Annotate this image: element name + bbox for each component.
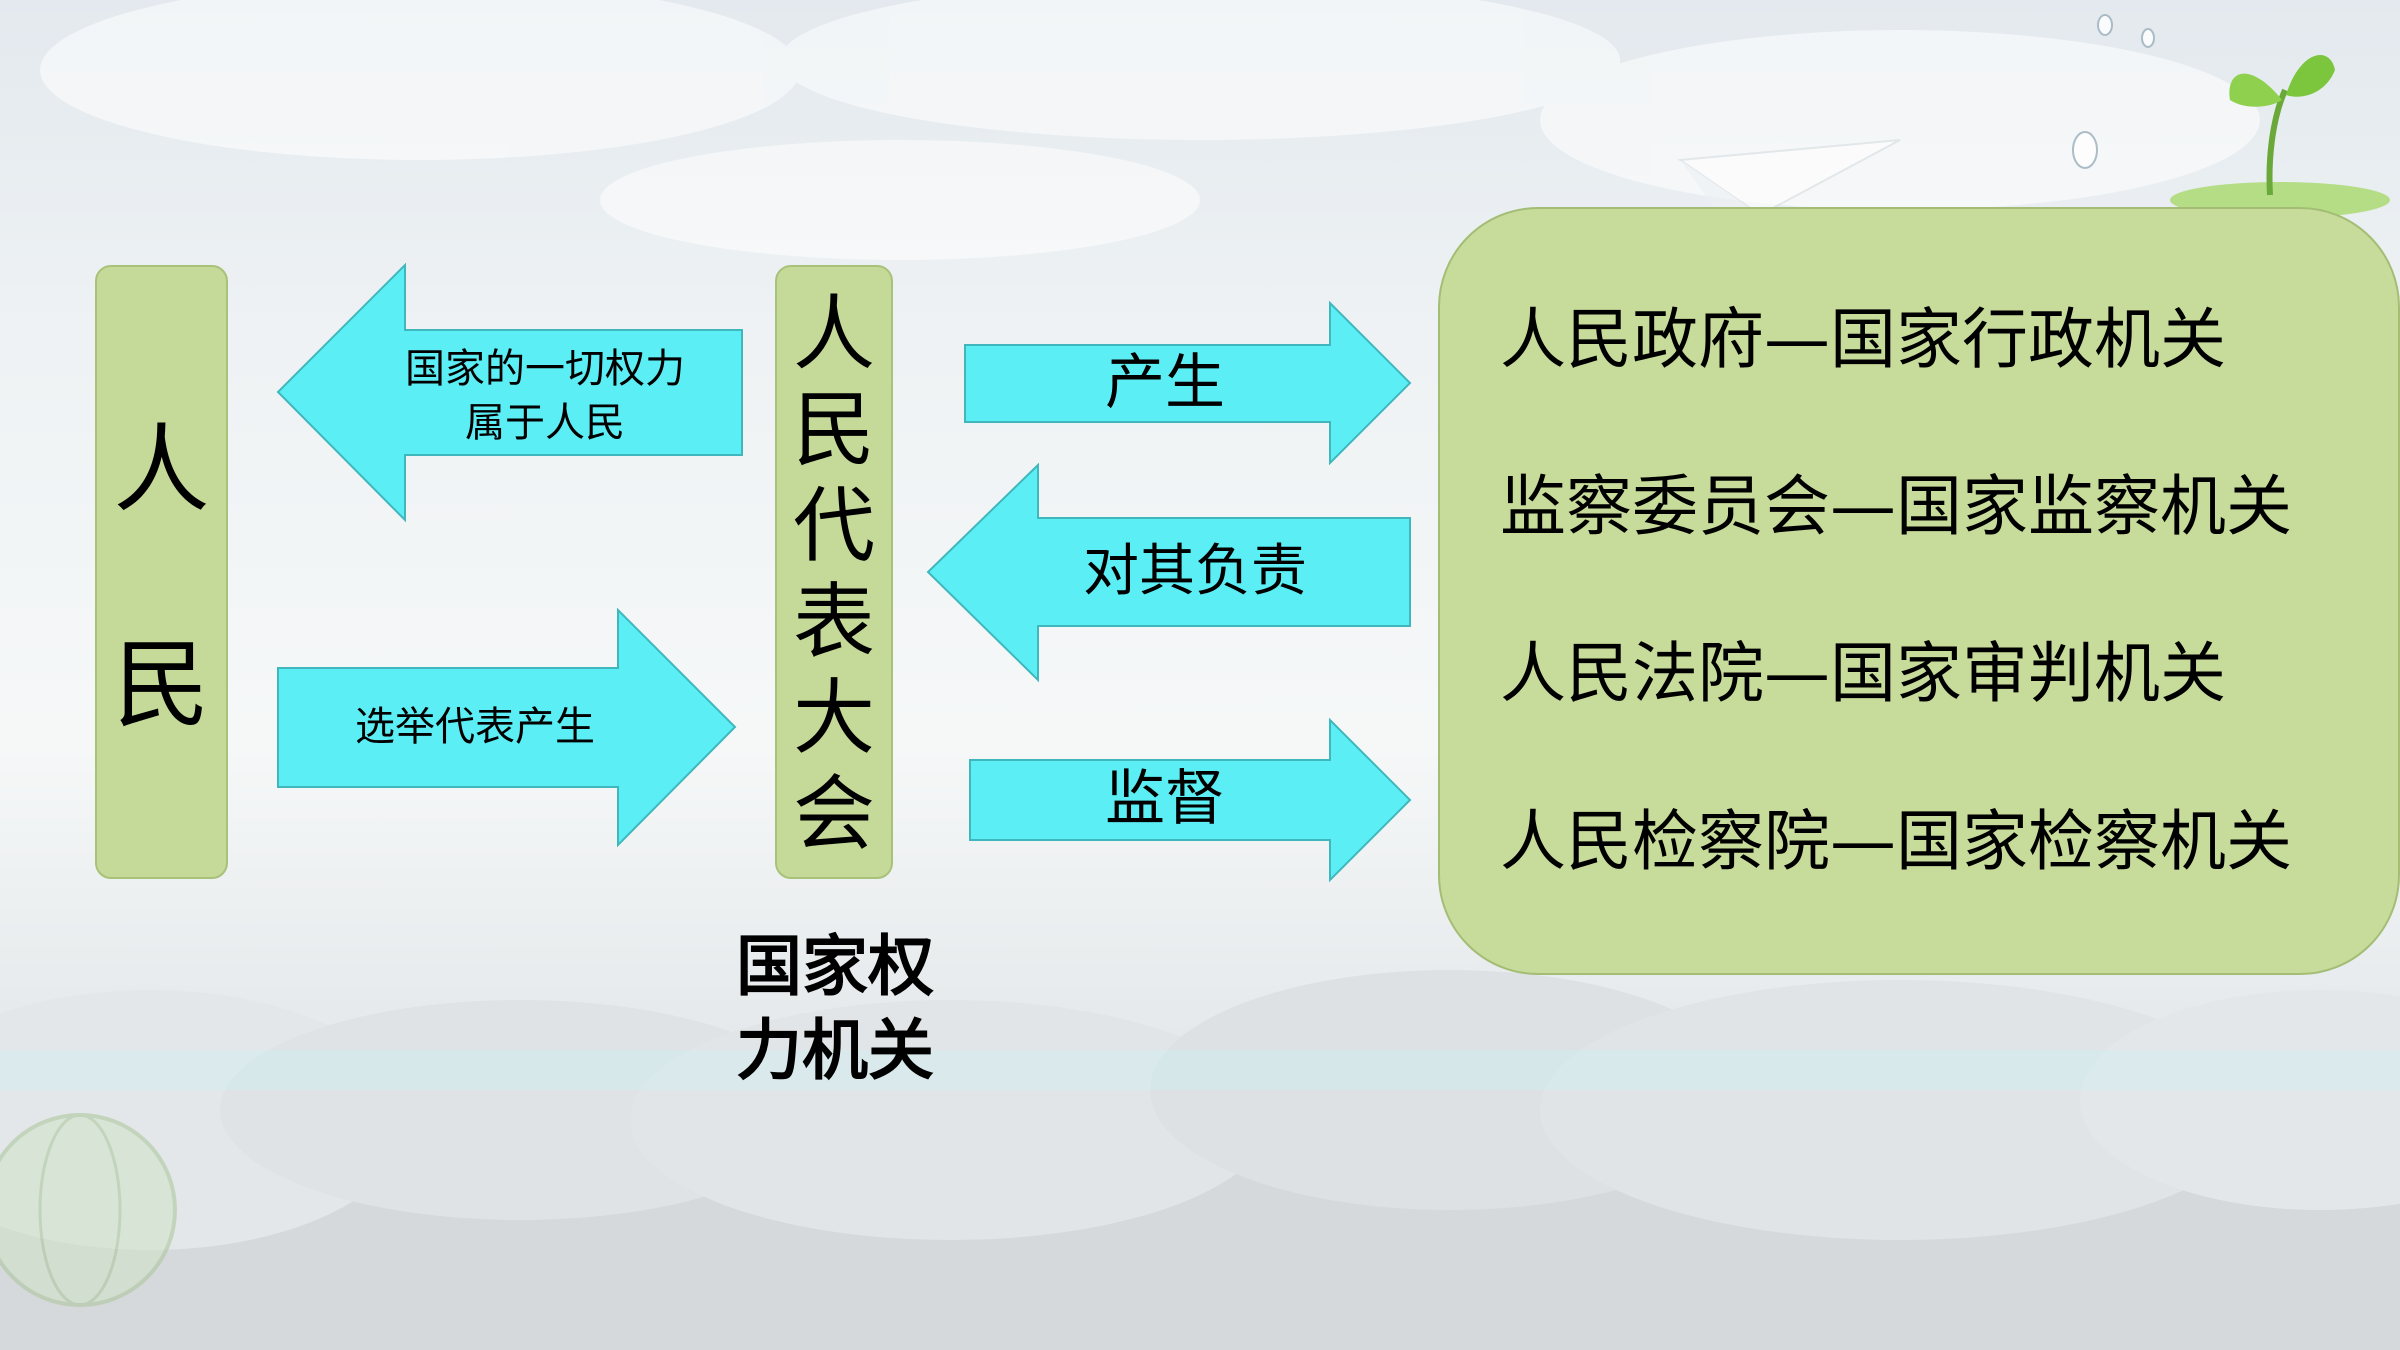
arrow-responsible: [926, 462, 1411, 683]
state-organs-box: 人民政府—国家行政机关 监察委员会—国家监察机关 人民法院—国家审判机关 人民检…: [1438, 207, 2400, 975]
organ-item-government: 人民政府—国家行政机关: [1500, 301, 2226, 378]
npc-caption-line1: 国家权: [736, 928, 934, 1005]
ground-clouds: [0, 970, 2400, 1350]
arrow-supervise-label: 监督: [1105, 764, 1225, 834]
arrow-produce: [964, 300, 1412, 466]
people-box: 人 民: [95, 265, 228, 879]
organ-item-supervision: 监察委员会—国家监察机关: [1500, 468, 2292, 545]
npc-title: 人民代表大会: [777, 287, 891, 863]
arrow-elect: [277, 607, 737, 848]
people-char-1: 人: [113, 414, 210, 526]
npc-caption-line2: 力机关: [736, 1012, 934, 1089]
power-belongs-line2: 属于人民: [465, 400, 625, 446]
organ-item-court: 人民法院—国家审判机关: [1500, 635, 2226, 712]
organ-item-procuratorate: 人民检察院—国家检察机关: [1500, 803, 2292, 880]
globe-icon: [0, 1113, 177, 1307]
arrow-elect-label: 选举代表产生: [355, 704, 595, 750]
arrow-power-belongs-label: 国家的一切权力 属于人民: [360, 342, 730, 450]
people-char-2: 民: [113, 629, 210, 741]
power-belongs-line1: 国家的一切权力: [405, 346, 685, 392]
arrow-supervise: [969, 717, 1412, 883]
arrow-power-belongs: [276, 262, 743, 523]
arrow-produce-label: 产生: [1105, 348, 1225, 418]
npc-caption: 国家权 力机关: [700, 925, 970, 1093]
npc-box: 人民代表大会: [775, 265, 893, 879]
npc-title-text: 人民代表大会: [793, 287, 876, 862]
arrow-responsible-label: 对其负责: [1083, 539, 1307, 604]
